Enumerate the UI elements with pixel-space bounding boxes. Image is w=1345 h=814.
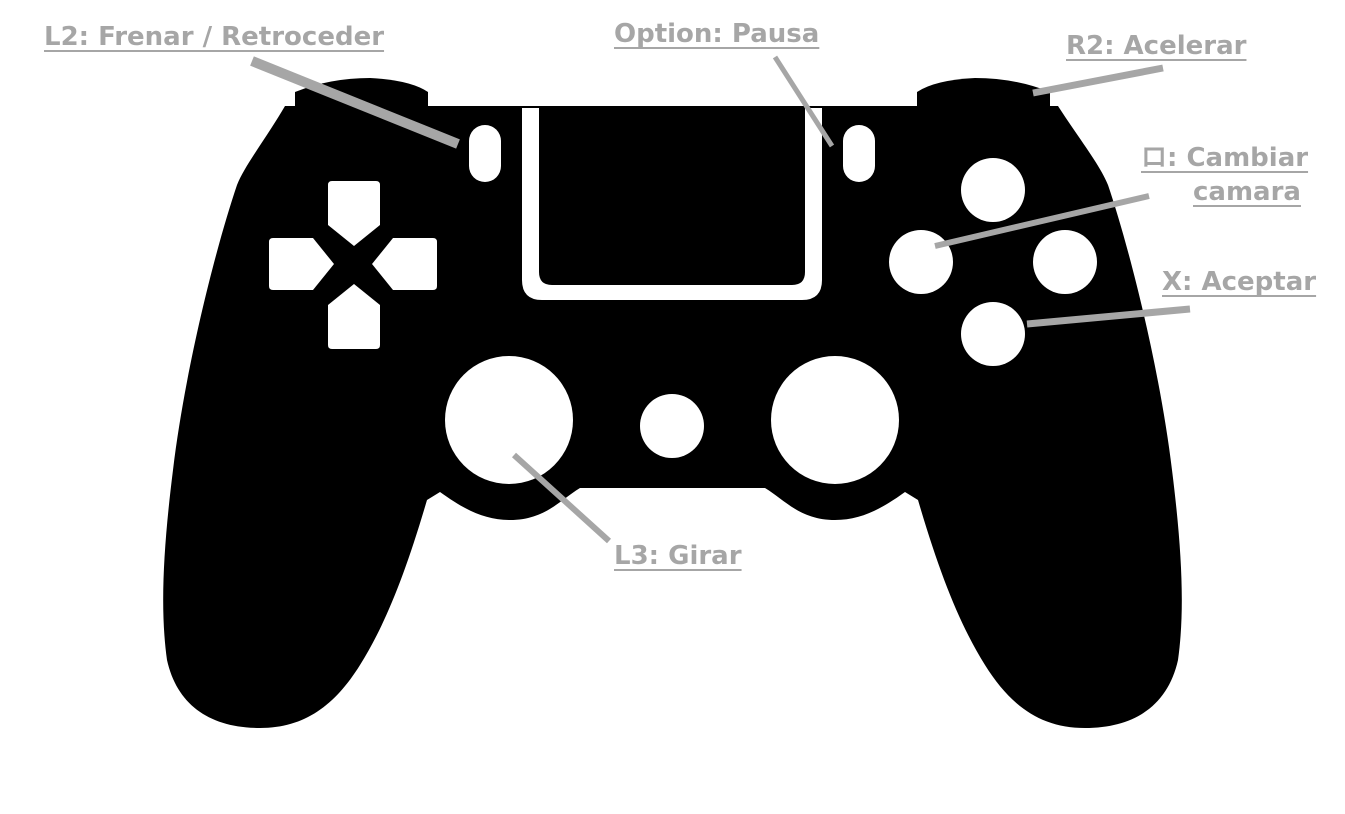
touchpad-inner [539,108,805,285]
share-button [469,125,501,182]
square-button [889,230,953,294]
ps-button [640,394,704,458]
dpad-right [372,238,437,290]
cross-leader-line [1026,305,1191,328]
right-analog-stick [771,356,899,484]
option-leader-line [772,55,835,148]
l2-leader-line [250,56,460,149]
option-button [843,125,875,182]
l3-label: L3: Girar [614,541,742,571]
r2-label: R2: Acelerar [1066,31,1247,61]
right-shoulder-bumper [917,78,1050,106]
dpad-down [328,284,380,349]
l2-label: L2: Frenar / Retroceder [44,22,385,52]
left-shoulder-bumper [295,78,428,106]
triangle-button [961,158,1025,222]
cross-button [961,302,1025,366]
r2-leader-line [1032,64,1164,97]
square-label-line2: camara [1193,177,1301,207]
left-analog-stick [445,356,573,484]
dpad [269,181,437,349]
option-label: Option: Pausa [614,19,820,49]
dpad-up [328,181,380,246]
annotation-lines [250,55,1191,544]
l3-leader-line [511,452,612,544]
square-label: ロ: Cambiar camara [1141,145,1308,205]
square-label-line1: ロ: Cambiar [1141,143,1309,173]
circle-button [1033,230,1097,294]
cross-label: X: Aceptar [1162,267,1317,297]
dpad-left [269,238,334,290]
square-leader-line [934,193,1150,249]
